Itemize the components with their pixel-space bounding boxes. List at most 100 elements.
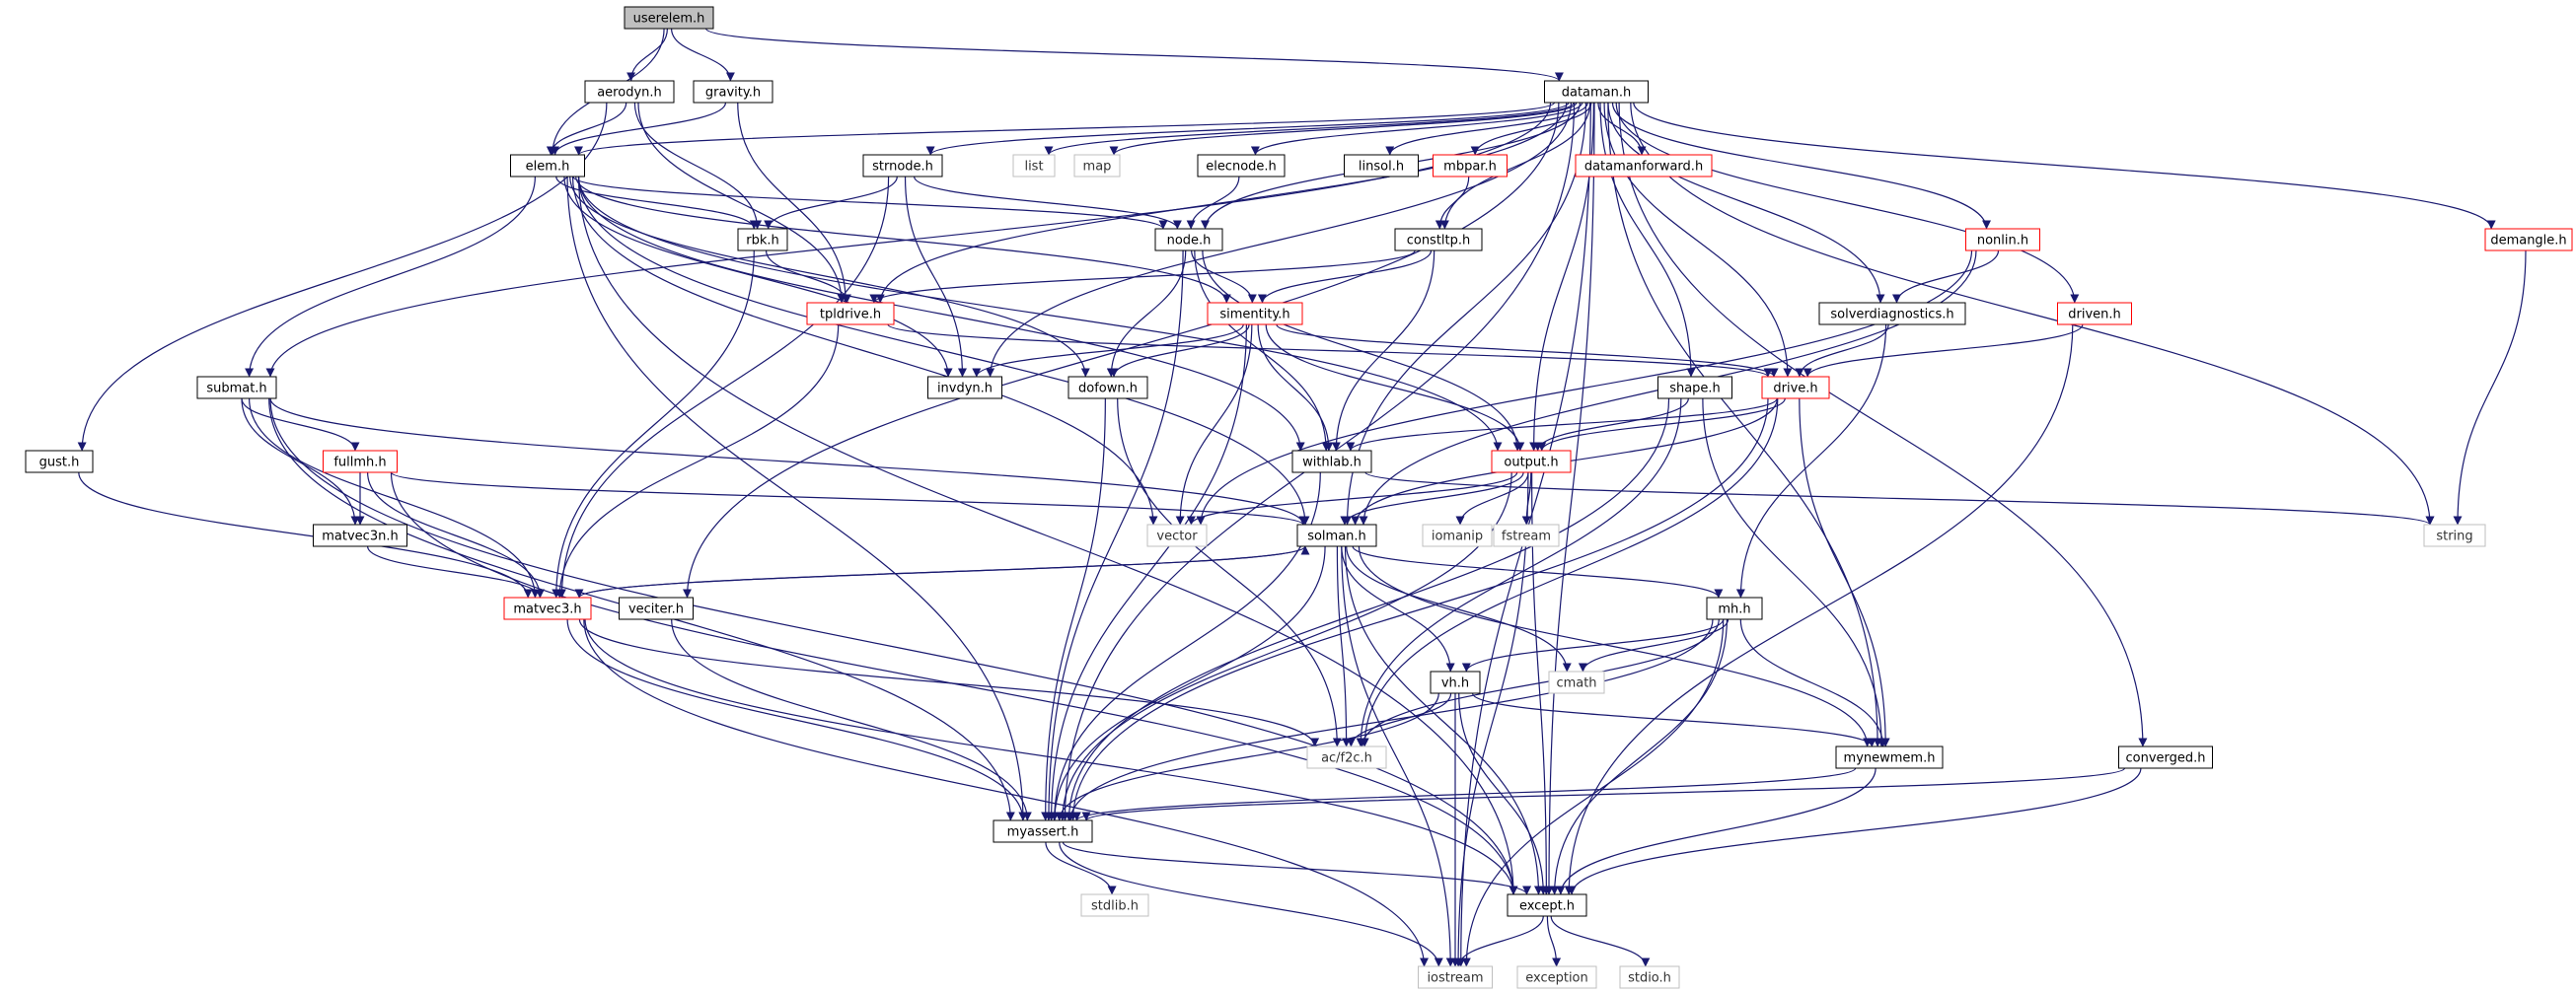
- node-constltp[interactable]: constltp.h: [1394, 228, 1483, 251]
- node-mh[interactable]: mh.h: [1706, 597, 1763, 620]
- edge-driven-to-drive: [1803, 323, 2084, 378]
- node-label-driven: driven.h: [2068, 308, 2121, 322]
- edge-rbk-to-matvec3: [552, 249, 755, 599]
- node-map[interactable]: map: [1073, 154, 1121, 178]
- node-solman[interactable]: solman.h: [1296, 524, 1377, 547]
- node-box-fstream: [1493, 524, 1560, 547]
- edge-elem-to-dofown: [569, 176, 1090, 378]
- edge-rbk-to-tpldrive: [765, 249, 851, 304]
- node-fullmh[interactable]: fullmh.h: [323, 450, 398, 473]
- edge-elem-to-node: [572, 176, 1168, 230]
- node-submat[interactable]: submat.h: [196, 376, 277, 399]
- node-label-stdlib: stdlib.h: [1091, 899, 1139, 914]
- edge-except-to-exception: [1546, 915, 1562, 967]
- edge-aerodyn-to-rbk: [633, 102, 763, 230]
- edge-solman-to-vh: [1341, 545, 1455, 673]
- node-label-dataman: dataman.h: [1562, 86, 1632, 101]
- node-solverdiagnostics[interactable]: solverdiagnostics.h: [1818, 302, 1966, 325]
- node-box-matvec3n: [313, 524, 407, 547]
- node-stdlib[interactable]: stdlib.h: [1080, 893, 1149, 917]
- edge-node-to-output: [1202, 249, 1522, 452]
- edge-dataman-to-mynewmem: [1607, 102, 1882, 747]
- node-driven[interactable]: driven.h: [2057, 302, 2132, 325]
- node-withlab[interactable]: withlab.h: [1291, 450, 1372, 473]
- node-dataman[interactable]: dataman.h: [1544, 80, 1649, 104]
- node-output[interactable]: output.h: [1491, 450, 1572, 473]
- edge-tpldrive-to-matvec3: [554, 323, 840, 599]
- node-label-elecnode: elecnode.h: [1206, 160, 1277, 175]
- node-myassert[interactable]: myassert.h: [993, 819, 1093, 843]
- node-stdio[interactable]: stdio.h: [1619, 965, 1680, 989]
- node-label-linsol: linsol.h: [1359, 160, 1404, 175]
- edge-dataman-to-shape: [1599, 102, 1696, 378]
- node-string[interactable]: string: [2423, 524, 2486, 547]
- edge-matvec3-to-except: [584, 618, 1518, 895]
- node-label-fstream: fstream: [1502, 530, 1551, 544]
- node-label-cmath: cmath: [1556, 676, 1596, 691]
- node-iostream[interactable]: iostream: [1418, 965, 1493, 989]
- edge-layer: [77, 28, 2527, 967]
- node-elecnode[interactable]: elecnode.h: [1197, 154, 1286, 178]
- node-except[interactable]: except.h: [1507, 893, 1587, 917]
- node-label-node: node.h: [1167, 234, 1212, 248]
- node-label-vh: vh.h: [1441, 676, 1469, 691]
- edge-elem-to-submat: [245, 176, 536, 378]
- node-datamanforward[interactable]: datamanforward.h: [1575, 154, 1713, 178]
- node-simentity[interactable]: simentity.h: [1207, 302, 1303, 325]
- node-tpldrive[interactable]: tpldrive.h: [806, 302, 895, 325]
- edge-solverdiagnostics-to-mh: [1735, 323, 1887, 599]
- node-box-demangle: [2484, 228, 2573, 251]
- node-mbpar[interactable]: mbpar.h: [1433, 154, 1508, 178]
- node-matvec3[interactable]: matvec3.h: [503, 597, 592, 620]
- node-invdyn[interactable]: invdyn.h: [927, 376, 1002, 399]
- node-rbk[interactable]: rbk.h: [737, 228, 788, 251]
- node-demangle[interactable]: demangle.h: [2484, 228, 2573, 251]
- edge-dataman-to-invdyn: [986, 102, 1572, 378]
- node-dofown[interactable]: dofown.h: [1067, 376, 1148, 399]
- edge-userelem-to-dataman: [705, 28, 1564, 82]
- node-acf2c[interactable]: ac/f2c.h: [1306, 746, 1387, 769]
- node-box-veciter: [619, 597, 694, 620]
- node-nonlin[interactable]: nonlin.h: [1965, 228, 2040, 251]
- node-fstream[interactable]: fstream: [1493, 524, 1560, 547]
- node-linsol[interactable]: linsol.h: [1344, 154, 1419, 178]
- node-elem[interactable]: elem.h: [510, 154, 585, 178]
- edge-dofown-to-acf2c: [1117, 397, 1342, 747]
- node-box-strnode: [862, 154, 943, 178]
- node-mynewmem[interactable]: mynewmem.h: [1835, 746, 1944, 769]
- node-exception[interactable]: exception: [1516, 965, 1597, 989]
- edge-userelem-to-aerodyn: [626, 28, 668, 82]
- edge-dataman-to-list: [1044, 102, 1575, 156]
- edge-dataman-to-tpldrive: [875, 102, 1568, 304]
- node-veciter[interactable]: veciter.h: [619, 597, 694, 620]
- node-converged[interactable]: converged.h: [2118, 746, 2213, 769]
- edge-matvec3-to-iostream: [583, 618, 1429, 967]
- edge-dataman-to-string: [1630, 102, 2435, 526]
- node-strnode[interactable]: strnode.h: [862, 154, 943, 178]
- edge-matvec3-to-solman: [578, 545, 1310, 599]
- node-box-simentity: [1207, 302, 1303, 325]
- node-box-acf2c: [1306, 746, 1387, 769]
- node-drive[interactable]: drive.h: [1761, 376, 1830, 399]
- edge-elem-to-except: [577, 176, 1518, 895]
- node-gust[interactable]: gust.h: [25, 450, 94, 473]
- edge-dataman-to-driven: [1615, 102, 2080, 304]
- node-vh[interactable]: vh.h: [1430, 671, 1481, 694]
- node-label-rbk: rbk.h: [746, 234, 779, 248]
- edge-elem-to-myassert: [566, 176, 1028, 821]
- node-box-stdlib: [1080, 893, 1149, 917]
- node-label-nonlin: nonlin.h: [1977, 234, 2028, 248]
- node-aerodyn[interactable]: aerodyn.h: [584, 80, 675, 104]
- node-box-datamanforward: [1575, 154, 1713, 178]
- node-box-tpldrive: [806, 302, 895, 325]
- node-iomanip[interactable]: iomanip: [1422, 524, 1493, 547]
- node-cmath[interactable]: cmath: [1548, 671, 1605, 694]
- node-node[interactable]: node.h: [1154, 228, 1223, 251]
- node-matvec3n[interactable]: matvec3n.h: [313, 524, 407, 547]
- node-userelem[interactable]: userelem.h: [624, 6, 714, 30]
- edge-strnode-to-rbk: [764, 176, 898, 230]
- node-vector[interactable]: vector: [1146, 524, 1208, 547]
- node-list[interactable]: list: [1012, 154, 1056, 178]
- node-shape[interactable]: shape.h: [1657, 376, 1732, 399]
- node-gravity[interactable]: gravity.h: [693, 80, 773, 104]
